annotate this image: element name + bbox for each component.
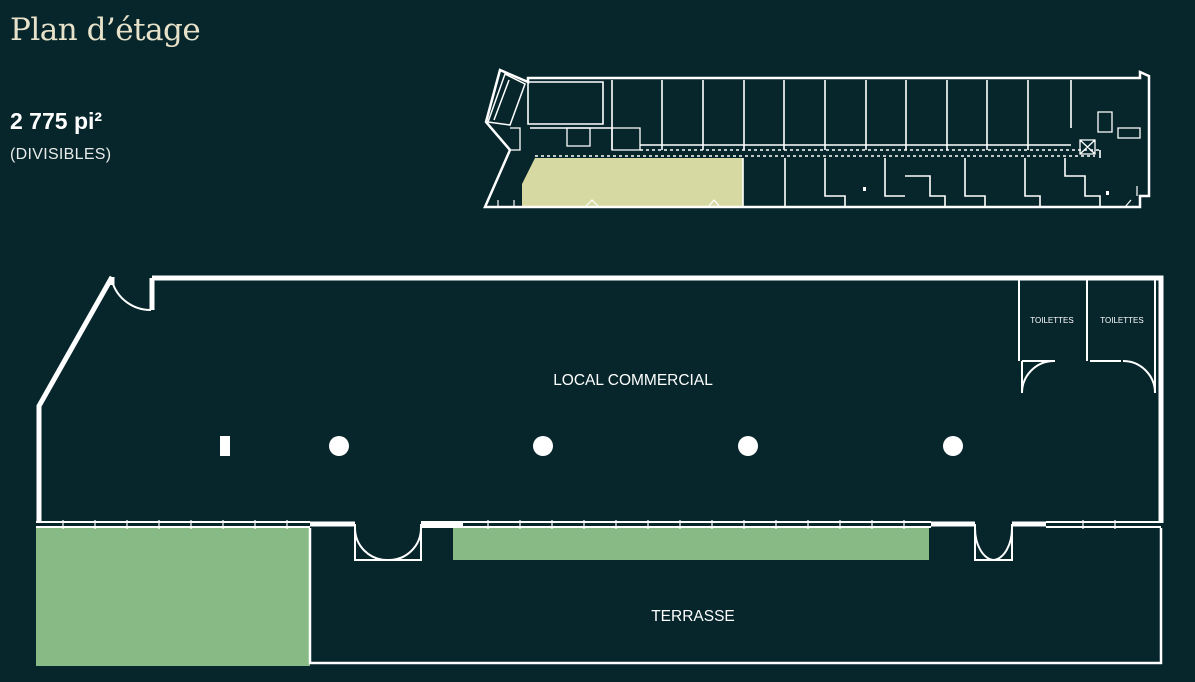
landscaping-area-left xyxy=(36,528,310,666)
key-plan-doors xyxy=(497,186,1138,208)
restroom-door-1 xyxy=(1021,360,1055,394)
terrace-door-right xyxy=(973,524,1014,561)
restrooms xyxy=(1018,280,1156,394)
label-terrasse: TERRASSE xyxy=(651,608,735,625)
area-note: (DIVISIBLES) xyxy=(10,146,112,163)
commercial-unit-walls xyxy=(36,275,1164,523)
key-plan-corridor xyxy=(535,149,1100,157)
column xyxy=(738,436,758,456)
key-plan-top-rooms xyxy=(527,80,1072,150)
page-title: Plan d’étage xyxy=(10,12,201,48)
label-local-commercial: LOCAL COMMERCIAL xyxy=(553,372,713,389)
landscaping-strip xyxy=(453,528,929,560)
key-plan-core xyxy=(510,111,1141,155)
entry-door xyxy=(111,280,152,312)
column xyxy=(943,436,963,456)
storefront-glazing xyxy=(36,520,1161,529)
terrace-door-left xyxy=(354,524,422,561)
key-plan-window-block xyxy=(486,72,526,126)
column-square xyxy=(220,436,230,456)
key-plan-bottom-rooms xyxy=(742,150,1101,206)
label-toilettes-2: TOILETTES xyxy=(1100,316,1143,325)
restroom-door-2 xyxy=(1122,360,1156,394)
label-toilettes-1: TOILETTES xyxy=(1030,316,1073,325)
key-plan-highlighted-unit xyxy=(522,158,743,206)
terrace-outline xyxy=(308,528,1163,665)
column xyxy=(329,436,349,456)
area-value: 2 775 pi² xyxy=(10,108,103,134)
column xyxy=(533,436,553,456)
key-plan-column xyxy=(1106,191,1109,195)
key-plan-column xyxy=(863,187,866,191)
key-plan-building xyxy=(483,68,1151,209)
